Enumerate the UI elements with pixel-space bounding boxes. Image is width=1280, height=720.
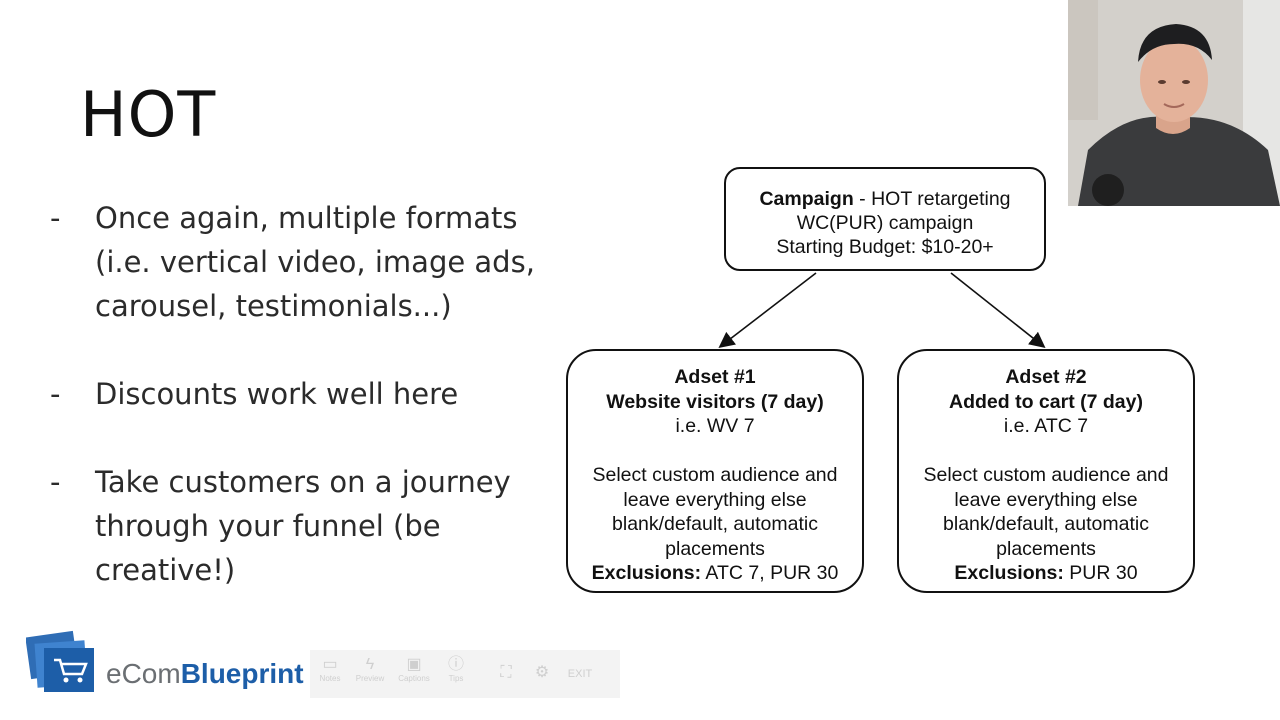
fullscreen-button[interactable]: ⛶ <box>486 664 526 682</box>
campaign-budget: Starting Budget: $10-20+ <box>776 236 994 258</box>
slide-title: HOT <box>80 78 217 151</box>
adset-title: Adset #1 <box>674 366 756 388</box>
info-icon: ⓘ <box>447 656 464 673</box>
fullscreen-icon: ⛶ <box>500 664 512 681</box>
campaign-label: Campaign <box>759 188 854 210</box>
bullet-dash: - <box>50 201 61 235</box>
adset-example: i.e. WV 7 <box>675 415 755 437</box>
adset-desc-line: leave everything else <box>623 488 807 511</box>
gear-icon: ⚙ <box>534 664 550 681</box>
ecomblueprint-logo-icon <box>26 630 94 692</box>
arrow-to-adset-2 <box>950 272 1046 348</box>
exit-button[interactable]: EXIT <box>567 668 593 680</box>
exclusions-label: Exclusions: <box>591 562 702 584</box>
notes-icon: ▭ <box>322 656 338 673</box>
tool-label: Tips <box>448 674 464 683</box>
brand-prefix: eCom <box>106 658 181 689</box>
campaign-name: - HOT retargeting <box>853 188 1011 210</box>
bullet-dash: - <box>50 377 61 411</box>
arrow-to-adset-1 <box>718 272 817 348</box>
exclusions-value: PUR 30 <box>1063 562 1138 584</box>
adset-example: i.e. ATC 7 <box>1003 415 1089 437</box>
player-bar: eComBlueprint ▭ Notes ϟ Preview ▣ Captio… <box>26 630 620 698</box>
adset-desc-line: Select custom audience and <box>592 464 838 486</box>
adset-exclusions: Exclusions: ATC 7, PUR 30 <box>568 561 862 586</box>
tool-label: Notes <box>319 674 341 683</box>
adset-desc-line: placements <box>996 537 1096 560</box>
tips-button[interactable]: ⓘ Tips <box>436 656 476 683</box>
adset-desc-line: blank/default, automatic <box>943 513 1149 535</box>
brand-suffix: Blueprint <box>180 658 304 689</box>
tool-label: Preview <box>355 674 385 683</box>
bullet-text: Once again, multiple formats (i.e. verti… <box>95 201 535 323</box>
adset-title: Adset #2 <box>1005 366 1087 388</box>
adset-desc-line: placements <box>665 537 765 560</box>
adset-audience: Added to cart (7 day) <box>949 390 1143 413</box>
campaign-line-1: Campaign - HOT retargeting <box>726 187 1044 211</box>
captions-icon: ▣ <box>406 656 422 673</box>
bolt-icon: ϟ <box>365 656 375 673</box>
adset-audience: Website visitors (7 day) <box>606 390 824 413</box>
adset-exclusions: Exclusions: PUR 30 <box>899 561 1193 586</box>
player-toolbar: ▭ Notes ϟ Preview ▣ Captions ⓘ Tips ⛶ ⚙ … <box>310 650 620 698</box>
preview-button[interactable]: ϟ Preview <box>350 656 390 683</box>
settings-button[interactable]: ⚙ <box>522 664 562 682</box>
tool-label: Captions <box>398 674 430 683</box>
brand-wordmark: eComBlueprint <box>106 658 304 690</box>
adset-desc-line: blank/default, automatic <box>612 513 818 535</box>
adset-2-box: Adset #2 Added to cart (7 day) i.e. ATC … <box>897 349 1195 593</box>
adset-desc-line: Select custom audience and <box>923 464 1169 486</box>
adset-1-box: Adset #1 Website visitors (7 day) i.e. W… <box>566 349 864 593</box>
presenter-video-icon <box>1068 0 1280 206</box>
bullet-text: Take customers on a journey through your… <box>95 465 511 587</box>
bullet-text: Discounts work well here <box>95 377 459 411</box>
campaign-line-2: WC(PUR) campaign <box>796 212 974 234</box>
campaign-box: Campaign - HOT retargeting WC(PUR) campa… <box>724 167 1046 271</box>
exclusions-label: Exclusions: <box>954 562 1064 584</box>
captions-button[interactable]: ▣ Captions <box>394 656 434 683</box>
exclusions-value: ATC 7, PUR 30 <box>701 562 839 584</box>
adset-desc-line: leave everything else <box>954 488 1138 511</box>
presenter-webcam <box>1068 0 1280 206</box>
notes-button[interactable]: ▭ Notes <box>310 656 350 683</box>
bullet-dash: - <box>50 465 61 499</box>
